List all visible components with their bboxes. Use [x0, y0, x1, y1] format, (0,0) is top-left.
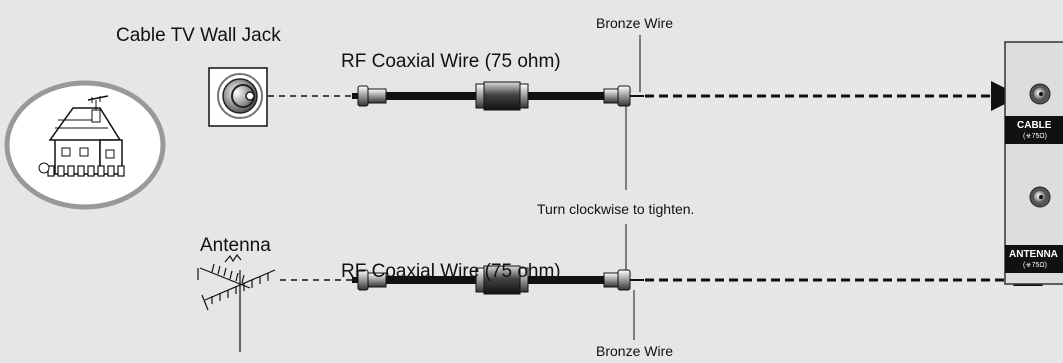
bronze-wire-top-label: Bronze Wire — [596, 15, 673, 31]
coax-cable-bottom — [352, 265, 644, 295]
bronze-wire-bottom-label: Bronze Wire — [596, 343, 673, 359]
wall-jack-label: Cable TV Wall Jack — [116, 25, 281, 46]
cable-input-label: CABLE — [1017, 120, 1052, 131]
tighten-instruction: Turn clockwise to tighten. — [537, 201, 694, 217]
antenna-icon — [197, 253, 276, 352]
coax-bottom-label: RF Coaxial Wire (75 ohm) — [341, 261, 561, 282]
house-icon — [4, 80, 166, 210]
antenna-input-label: ANTENNA — [1009, 249, 1058, 260]
wall-jack-icon — [208, 67, 268, 127]
antenna-impedance-label: (☣75Ω) — [1023, 261, 1047, 269]
antenna-input-jack — [1029, 186, 1051, 208]
cable-impedance-label: (☣75Ω) — [1023, 132, 1047, 140]
coax-cable-top — [352, 81, 644, 111]
coax-top-label: RF Coaxial Wire (75 ohm) — [341, 51, 561, 72]
antenna-label: Antenna — [200, 235, 271, 256]
cable-input-jack — [1029, 83, 1051, 105]
tv-input-panel: CABLE (☣75Ω) ANTENNA (☣75Ω) — [1004, 41, 1063, 285]
